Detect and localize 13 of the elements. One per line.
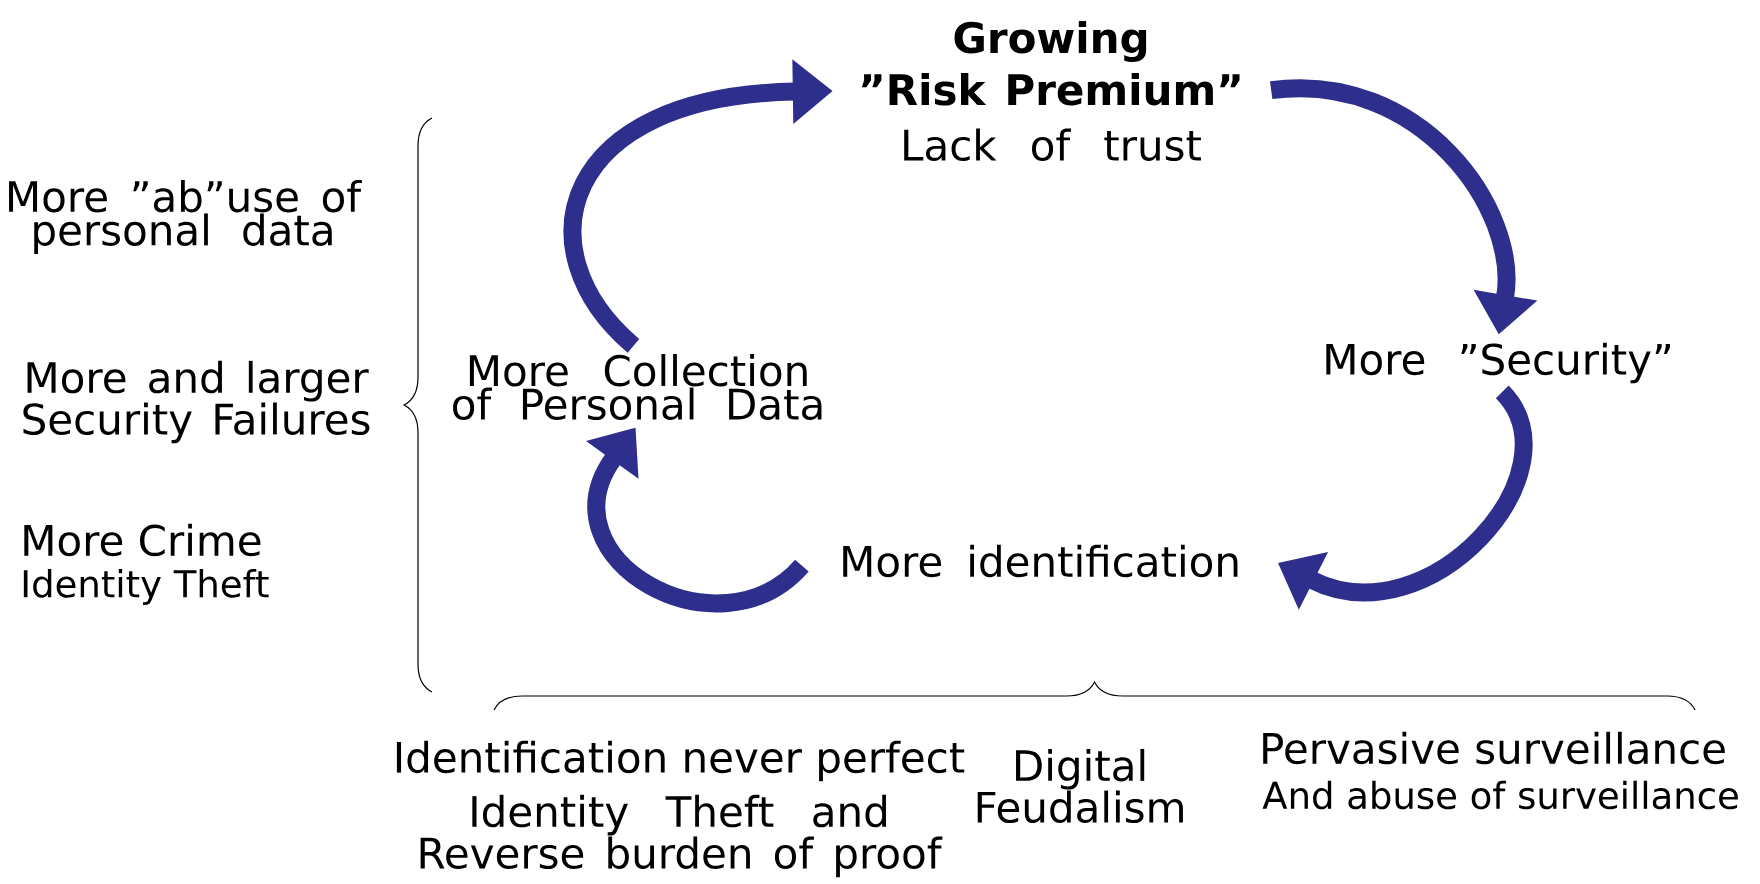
- note-text: Identity Theft and Reverse burden of proof: [420, 794, 943, 878]
- note-text: And abuse of surveillance: [1262, 780, 1738, 810]
- stage-label: More ”Security”: [1326, 342, 1670, 384]
- note-text: More ”ab”use of personal data: [9, 179, 362, 255]
- stage-label: More identification: [843, 544, 1238, 578]
- note-text: Identification never perfect: [396, 740, 965, 782]
- note-text: More Crime: [24, 523, 261, 557]
- note-text: Identity Theft: [23, 569, 269, 605]
- note-text: Digital Feudalism: [977, 748, 1183, 824]
- stage-label: More Collection of Personal Data: [453, 354, 822, 420]
- note-text: More and larger Security Failures: [23, 360, 370, 444]
- note-text: Pervasive surveillance: [1263, 731, 1725, 765]
- stage-label: Growing ”Risk Premium” Lack of trust: [862, 21, 1240, 161]
